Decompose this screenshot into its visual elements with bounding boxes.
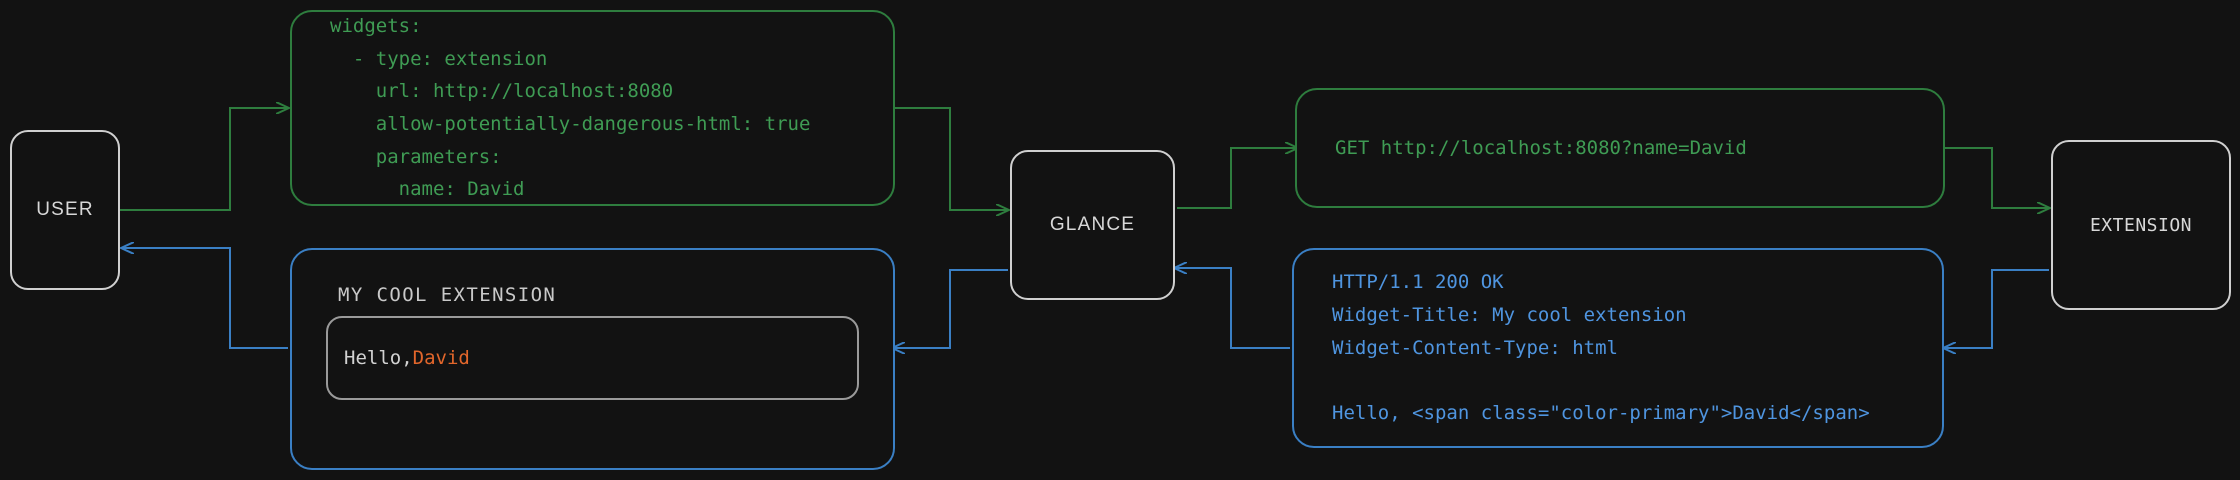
message-http-response: HTTP/1.1 200 OK Widget-Title: My cool ex…	[1292, 248, 1944, 448]
message-http-response-text: HTTP/1.1 200 OK Widget-Title: My cool ex…	[1332, 271, 1870, 424]
connector-response-to-glance	[1175, 268, 1290, 349]
message-yaml-config-text: widgets: - type: extension url: http://l…	[330, 14, 811, 201]
connector-glance-to-widget	[893, 269, 1008, 348]
node-user[interactable]: USER	[10, 130, 120, 290]
node-extension[interactable]: EXTENSION	[2051, 140, 2231, 310]
widget-preview[interactable]: MY COOL EXTENSION Hello, David	[290, 248, 895, 470]
message-http-request-text: GET http://localhost:8080?name=David	[1335, 136, 1747, 159]
node-user-label: USER	[36, 199, 94, 220]
widget-preview-title: MY COOL EXTENSION	[338, 284, 557, 306]
connector-extension-to-response	[1944, 269, 2049, 348]
connector-glance-to-request	[1177, 148, 1297, 209]
node-extension-label: EXTENSION	[2089, 214, 2193, 236]
widget-preview-greeting: Hello,	[344, 347, 413, 369]
node-glance[interactable]: GLANCE	[1010, 150, 1175, 300]
message-http-request: GET http://localhost:8080?name=David	[1295, 88, 1945, 208]
node-glance-label: GLANCE	[1049, 214, 1136, 235]
message-yaml-config: widgets: - type: extension url: http://l…	[290, 10, 895, 206]
connector-request-to-extension	[1942, 147, 2049, 208]
widget-preview-body: Hello, David	[326, 316, 859, 400]
widget-preview-name: David	[412, 347, 470, 369]
connector-user-to-config	[120, 108, 288, 211]
connector-widget-to-user	[122, 248, 288, 349]
connector-config-to-glance	[893, 107, 1008, 210]
